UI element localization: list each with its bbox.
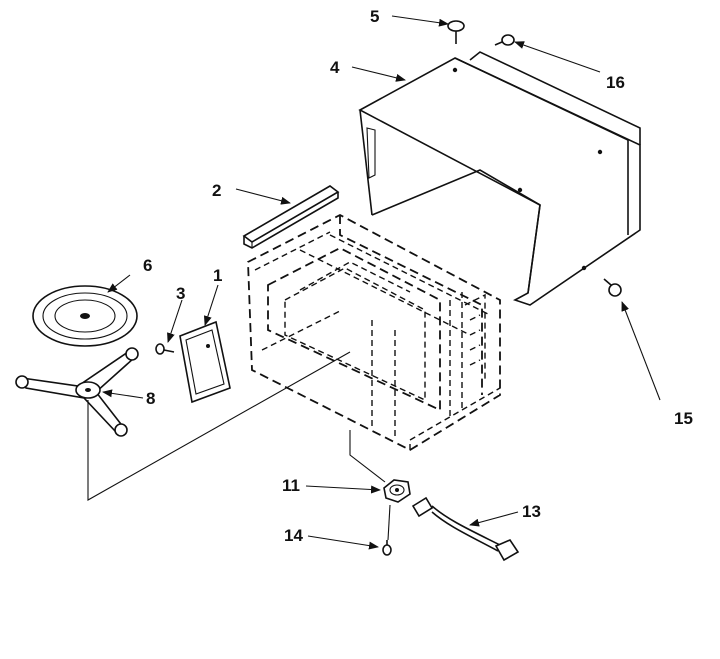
callout-15: 15 <box>674 409 693 428</box>
turntable-motor-part-11 <box>383 479 411 503</box>
callout-14: 14 <box>284 526 303 545</box>
callout-8: 8 <box>146 389 155 408</box>
cover-clip-part-3 <box>155 343 175 355</box>
motor-screw-part-14 <box>382 540 392 556</box>
top-rail-part-2 <box>242 185 340 249</box>
callout-6: 6 <box>143 256 152 275</box>
callout-13: 13 <box>522 502 541 521</box>
callout-4: 4 <box>330 58 340 77</box>
waveguide-cover-part-1 <box>179 320 231 404</box>
callout-11: 11 <box>282 476 300 495</box>
callout-1: 1 <box>213 266 222 285</box>
reference-lines <box>87 351 391 541</box>
microwave-cavity-phantom <box>247 213 501 452</box>
callout-labels: 5 4 16 2 6 1 3 8 15 11 13 14 <box>143 7 693 545</box>
callout-16: 16 <box>606 73 625 92</box>
top-screw-part-5 <box>447 20 465 44</box>
callout-5: 5 <box>370 7 379 26</box>
glass-tray-part-6 <box>32 285 138 347</box>
side-screw-part-15 <box>603 278 622 297</box>
outer-cabinet-part-4 <box>358 51 641 306</box>
wire-harness-part-13 <box>411 496 520 562</box>
leader-arrows <box>102 15 661 550</box>
rear-screw-part-16 <box>494 34 515 46</box>
roller-support-part-8 <box>15 347 139 437</box>
callout-3: 3 <box>176 284 185 303</box>
callout-2: 2 <box>212 181 221 200</box>
